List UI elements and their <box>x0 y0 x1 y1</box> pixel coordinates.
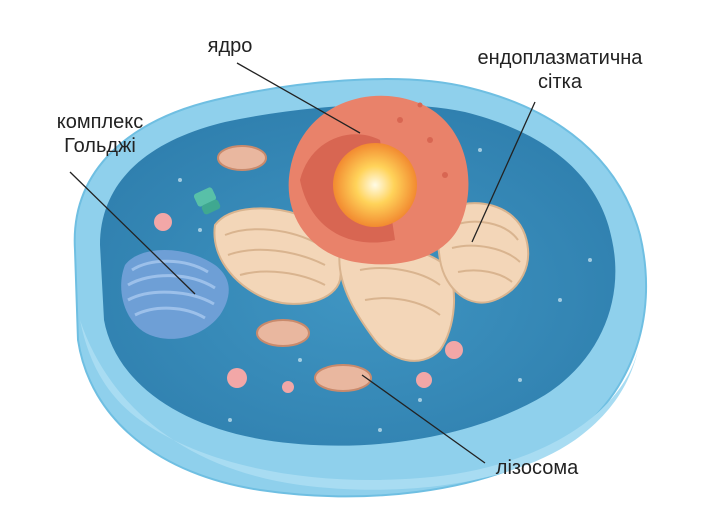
lysosomes <box>154 213 463 393</box>
lysosome-leader <box>361 374 486 464</box>
nucleus <box>288 95 469 265</box>
golgi-complex <box>121 250 229 339</box>
leader-lines <box>69 62 536 464</box>
mitochondria <box>217 145 372 392</box>
er-leader <box>471 101 536 243</box>
label-nucleus: ядро <box>207 35 253 57</box>
vesicle <box>193 187 221 215</box>
golgi-leader <box>69 171 196 295</box>
label-er-line1: ендоплазматична <box>477 47 643 69</box>
label-er-line2: сітка <box>538 71 582 93</box>
ribosomes <box>148 148 592 432</box>
nucleolus <box>333 143 417 227</box>
label-er: ендоплазматична сітка <box>460 46 660 94</box>
label-lysosome: лізосома <box>495 457 579 479</box>
label-golgi-line1: комплекс <box>56 111 144 133</box>
er-stack-right <box>436 202 530 304</box>
label-golgi: комплекс Гольджі <box>30 110 170 158</box>
nucleus-leader <box>236 62 361 134</box>
label-golgi-line2: Гольджі <box>64 135 136 157</box>
